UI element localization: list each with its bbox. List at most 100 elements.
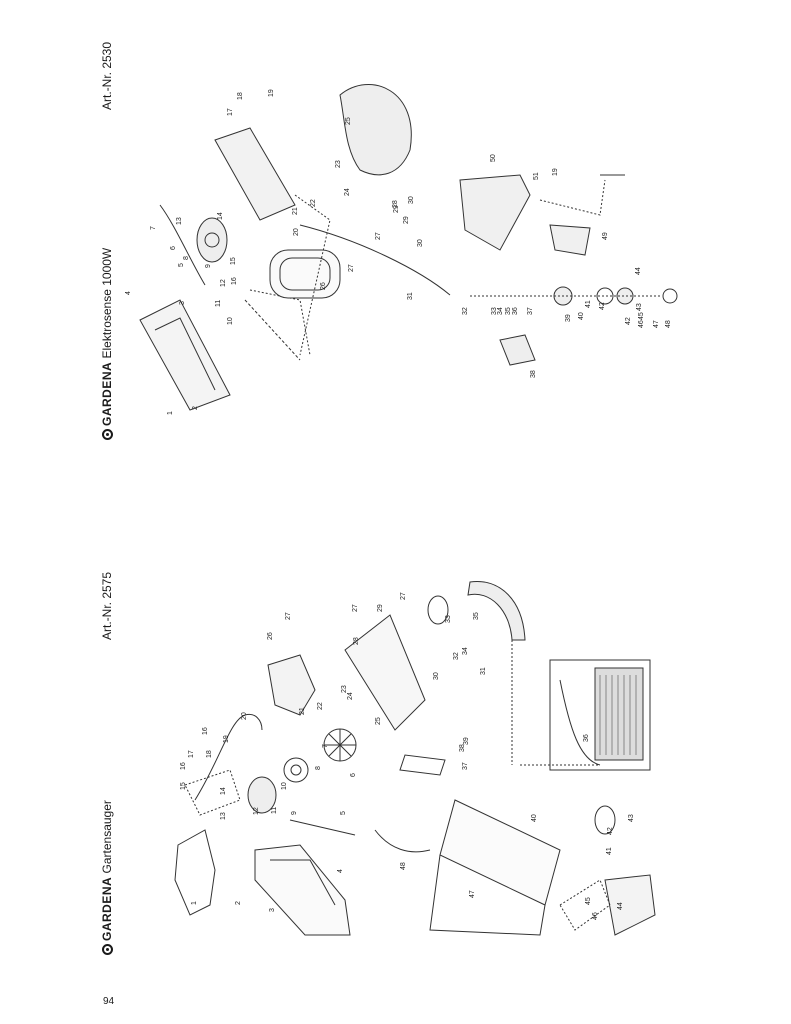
gartensauger-part-label: 3 (269, 908, 276, 912)
elektrosense-part-label: 13 (176, 217, 183, 225)
gartensauger-part-label: 42 (607, 827, 614, 835)
elektrosense-part-label: 4 (125, 291, 132, 295)
elektrosense-part-label: 23 (335, 160, 342, 168)
elektrosense-part-label: 9 (205, 264, 212, 268)
gartensauger-part-label: 36 (583, 734, 590, 742)
gartensauger-part-label: 11 (271, 807, 278, 814)
elektrosense-part-label: 19 (268, 89, 275, 97)
gartensauger-part-label: 43 (628, 814, 635, 822)
elektrosense-part-label: 35 (505, 307, 512, 315)
elektrosense-part-label: 49 (602, 232, 609, 240)
gartensauger-part-label: 6 (350, 773, 357, 777)
gartensauger-part-label: 29 (377, 604, 384, 612)
gartensauger-part-label: 44 (617, 902, 624, 910)
elektrosense-part-label: 7 (150, 226, 157, 230)
gartensauger-part-label: 38 (459, 744, 466, 752)
elektrosense-part-label: 19 (552, 168, 559, 176)
gartensauger-part-label: 5 (340, 811, 347, 815)
gartensauger-part-label: 21 (299, 707, 306, 715)
elektrosense-part-label: 41 (585, 300, 592, 308)
gartensauger-part-label: 30 (433, 672, 440, 680)
elektrosense-part-label: 28 (392, 200, 399, 208)
gartensauger-part-label: 1 (191, 901, 198, 905)
elektrosense-part-label: 22 (310, 199, 317, 207)
elektrosense-part-label: 36 (512, 307, 519, 315)
elektrosense-part-label: 48 (665, 320, 672, 328)
gartensauger-part-label: 13 (220, 812, 227, 820)
gartensauger-part-label: 46 (592, 912, 599, 920)
elektrosense-part-label: 37 (527, 307, 534, 315)
gartensauger-part-label: 7 (322, 744, 329, 748)
elektrosense-part-label: 18 (237, 92, 244, 100)
gartensauger-part-label: 8 (315, 766, 322, 770)
elektrosense-part-label: 42 (599, 302, 606, 310)
elektrosense-part-label: 6 (170, 246, 177, 250)
elektrosense-part-label: 24 (344, 188, 351, 196)
gartensauger-part-label: 24 (347, 692, 354, 700)
gartensauger-part-label: 26 (267, 632, 274, 640)
gartensauger-part-label: 23 (341, 685, 348, 693)
elektrosense-part-label: 14 (217, 212, 224, 220)
elektrosense-part-label: 43 (636, 303, 643, 311)
elektrosense-part-label: 16 (231, 277, 238, 285)
gartensauger-part-label: 34 (462, 647, 469, 655)
elektrosense-part-label: 51 (533, 172, 540, 180)
gartensauger-part-label: 16 (202, 727, 209, 735)
elektrosense-part-label: 29 (403, 216, 410, 224)
elektrosense-part-label: 44 (635, 267, 642, 275)
page-number: 94 (103, 996, 115, 1007)
elektrosense-part-label: 31 (407, 292, 414, 300)
elektrosense-part-label: 10 (227, 317, 234, 325)
gartensauger-part-label: 40 (531, 814, 538, 822)
elektrosense-diagram (139, 84, 678, 411)
elektrosense-part-label: 50 (490, 154, 497, 162)
elektrosense-part-label: 21 (292, 207, 299, 215)
elektrosense-part-label: 11 (215, 300, 222, 307)
elektrosense-part-label: 17 (227, 108, 234, 116)
gartensauger-part-label: 4 (337, 869, 344, 873)
gartensauger-part-label: 37 (462, 762, 469, 770)
elektrosense-part-label: 39 (565, 314, 572, 322)
elektrosense-part-label: 45 (638, 312, 645, 320)
elektrosense-part-label: 2 (192, 406, 199, 410)
gartensauger-part-label: 35 (473, 612, 480, 620)
gartensauger-part-label: 12 (253, 807, 260, 815)
gartensauger-part-label: 27 (285, 612, 292, 620)
gartensauger-part-label: 19 (223, 735, 230, 743)
gartensauger-part-label: 22 (317, 702, 324, 710)
gartensauger-part-label: 16 (180, 762, 187, 770)
elektrosense-part-label: 3 (179, 301, 186, 305)
elektrosense-part-label: 30 (408, 196, 415, 204)
gartensauger-part-label: 15 (180, 782, 187, 790)
elektrosense-part-label: 20 (293, 228, 300, 236)
gartensauger-part-label: 47 (469, 890, 476, 898)
gartensauger-diagram (174, 581, 656, 936)
elektrosense-part-label: 27 (375, 232, 382, 240)
elektrosense-part-label: 8 (183, 256, 190, 260)
gartensauger-part-label: 27 (352, 604, 359, 612)
elektrosense-part-label: 1 (167, 411, 174, 415)
gartensauger-part-label: 31 (480, 667, 487, 675)
gartensauger-part-label: 10 (281, 782, 288, 790)
gartensauger-part-label: 33 (445, 615, 452, 623)
elektrosense-part-label: 42 (625, 317, 632, 325)
elektrosense-part-label: 34 (497, 307, 504, 315)
gartensauger-part-label: 39 (463, 737, 470, 745)
elektrosense-part-label: 40 (578, 312, 585, 320)
elektrosense-part-label: 38 (530, 370, 537, 378)
gartensauger-part-label: 17 (188, 750, 195, 758)
gartensauger-part-label: 20 (241, 712, 248, 720)
gartensauger-part-label: 48 (400, 862, 407, 870)
elektrosense-part-label: 33 (491, 307, 498, 315)
elektrosense-part-label: 26 (320, 282, 327, 290)
elektrosense-part-label: 46 (638, 320, 645, 328)
gartensauger-part-label: 25 (375, 717, 382, 725)
gartensauger-part-label: 41 (606, 847, 613, 855)
gartensauger-part-label: 14 (220, 787, 227, 795)
gartensauger-part-label: 18 (206, 750, 213, 758)
elektrosense-part-label: 15 (230, 257, 237, 265)
gartensauger-part-label: 2 (235, 901, 242, 905)
elektrosense-part-label: 5 (178, 263, 185, 267)
